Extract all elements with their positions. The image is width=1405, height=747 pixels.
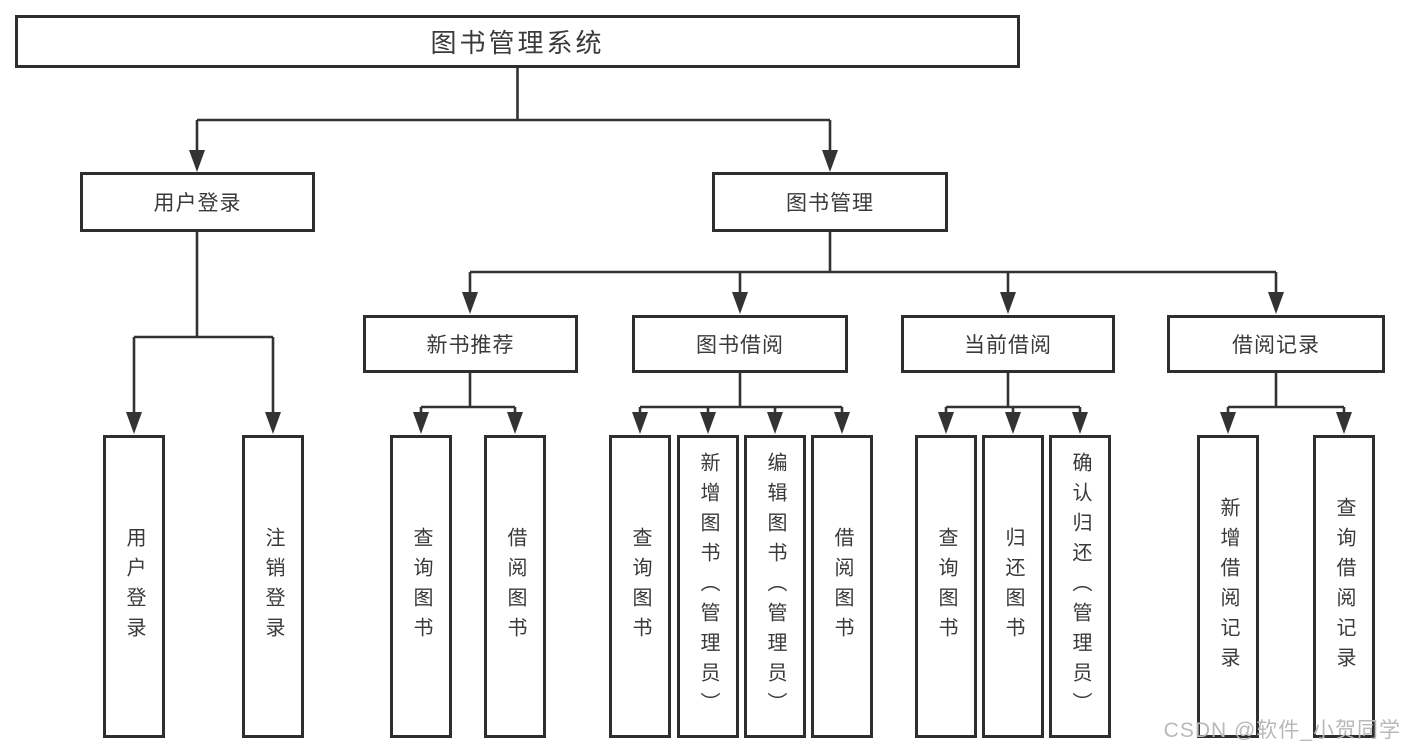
- leaf-label: 归还图书: [1002, 526, 1024, 647]
- node-user-login: 用户登录: [80, 172, 315, 232]
- node-new-book-recommend: 新书推荐: [363, 315, 578, 373]
- node-root-system: 图书管理系统: [15, 15, 1020, 68]
- leaf-label: 确认归还（管理员）: [1069, 451, 1091, 722]
- leaf-label: 借阅图书: [504, 526, 526, 647]
- leaf-label: 查询图书: [629, 526, 651, 647]
- node-current-borrow: 当前借阅: [901, 315, 1115, 373]
- leaf-add-borrow-record: 新增借阅记录: [1197, 435, 1259, 738]
- leaf-user-login: 用户登录: [103, 435, 165, 738]
- leaf-label: 新增借阅记录: [1217, 496, 1239, 677]
- leaf-label: 用户登录: [123, 526, 145, 647]
- watermark: CSDN @软件_小贺同学: [1163, 719, 1401, 742]
- node-book-borrow: 图书借阅: [632, 315, 848, 373]
- leaf-confirm-return-admin: 确认归还（管理员）: [1049, 435, 1111, 738]
- leaf-label: 编辑图书（管理员）: [764, 451, 786, 722]
- leaf-label: 查询借阅记录: [1333, 496, 1355, 677]
- leaf-query-books-recommend: 查询图书: [390, 435, 452, 738]
- leaf-borrow-books-recommend: 借阅图书: [484, 435, 546, 738]
- leaf-return-books: 归还图书: [982, 435, 1044, 738]
- leaf-label: 查询图书: [410, 526, 432, 647]
- node-borrow-records: 借阅记录: [1167, 315, 1385, 373]
- leaf-add-books-admin: 新增图书（管理员）: [677, 435, 739, 738]
- leaf-query-books-borrow: 查询图书: [609, 435, 671, 738]
- leaf-label: 新增图书（管理员）: [697, 451, 719, 722]
- leaf-borrow-books: 借阅图书: [811, 435, 873, 738]
- leaf-logout: 注销登录: [242, 435, 304, 738]
- leaf-label: 查询图书: [935, 526, 957, 647]
- leaf-edit-books-admin: 编辑图书（管理员）: [744, 435, 806, 738]
- leaf-query-borrow-record: 查询借阅记录: [1313, 435, 1375, 738]
- leaf-label: 注销登录: [262, 526, 284, 647]
- leaf-label: 借阅图书: [831, 526, 853, 647]
- node-book-management: 图书管理: [712, 172, 948, 232]
- leaf-query-books-current: 查询图书: [915, 435, 977, 738]
